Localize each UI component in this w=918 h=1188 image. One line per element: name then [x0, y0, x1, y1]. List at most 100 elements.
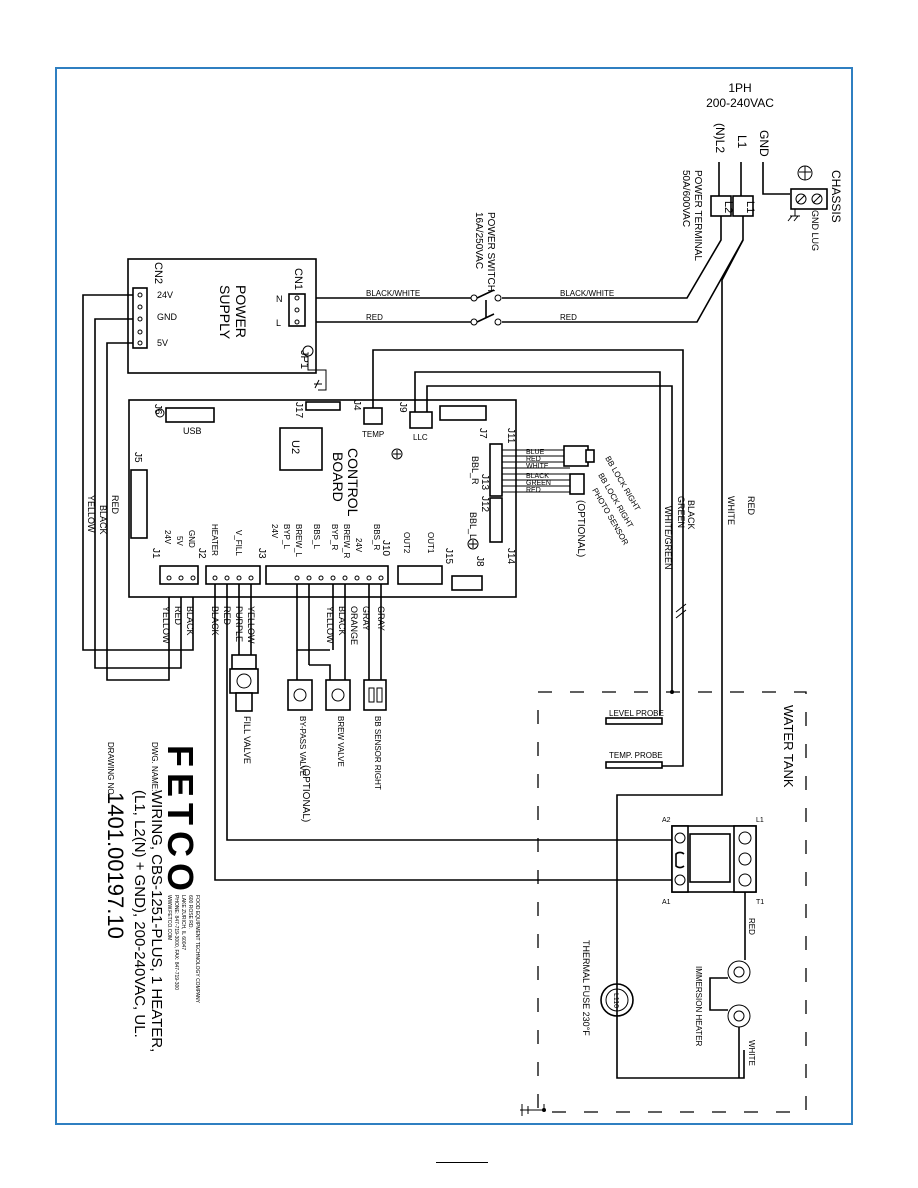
- j12-label: J12: [479, 496, 490, 513]
- u2-chip: [279, 427, 323, 471]
- drawing-no-label: DRAWING NO.: [106, 742, 115, 797]
- wire-red-v: RED: [746, 496, 756, 516]
- l2-wire: [502, 216, 722, 299]
- bb-wire-blue: BLUE: [526, 449, 545, 456]
- j7-label: J7: [477, 428, 488, 439]
- j6-usb-connector: [165, 407, 215, 423]
- j4-temp-connector: [363, 407, 383, 425]
- tank-ground-icon: [520, 1104, 545, 1116]
- brew-valve: BREW VALVE: [325, 679, 351, 767]
- power-supply: POWER SUPPLY CN1 CN2 N L 24V GND 5V JP1: [127, 258, 327, 391]
- temp-probe: [605, 761, 663, 769]
- heater-label: IMMERSION HEATER: [694, 966, 703, 1047]
- j2-pin-vfill: V_FILL: [234, 530, 243, 556]
- ps-24v-wire: [82, 294, 194, 651]
- valves-optional-label: (OPTIONAL): [300, 765, 311, 822]
- level-probe-gnd-wire: [426, 385, 673, 692]
- j2-pin-heater: HEATER: [210, 524, 219, 556]
- bb-wire-red: RED: [526, 456, 541, 463]
- wire-white-green-v: WHITE/GREEN: [663, 506, 673, 570]
- wire-red-1: RED: [560, 313, 577, 322]
- l1-label: L1: [735, 135, 749, 149]
- wire-red-2: RED: [366, 313, 383, 322]
- dwg-name-line2: (L1, L2(N) + GND), 200-240VAC, UL.: [131, 790, 148, 1038]
- thermal-fuse: L110 THERMAL FUSE 230°F: [581, 940, 634, 1036]
- power-switch-title: POWER SWITCH: [485, 212, 496, 292]
- water-tank: WATER TANK LEVEL PROBE TEMP. PROBE A2 A1…: [520, 690, 807, 1116]
- j3-wire-black: BLACK: [337, 606, 347, 636]
- company-web: WWW.FETCO.COM: [166, 895, 172, 940]
- wire-black-white-2: BLACK/WHITE: [366, 289, 420, 298]
- terminal-rating: 50A/600VAC: [680, 170, 691, 227]
- brew-wires: [296, 584, 346, 680]
- j1-pin-5v: 5V: [175, 536, 184, 546]
- dwg-name-line1: WIRING, CBS-1251-PLUS, 1 HEATER,: [148, 790, 165, 1052]
- thermal-fuse-label: THERMAL FUSE 230°F: [581, 940, 591, 1036]
- l1-wire: [502, 216, 744, 323]
- title-block: FETCO FOOD EQUIPMENT TECHNOLOGY COMPANY …: [103, 742, 201, 1052]
- j1-pin-gnd: GND: [187, 530, 196, 548]
- control-board: U2 CONTROL BOARD USB J6 J5 J17 J4 TEMP J…: [128, 399, 517, 598]
- cn2-gnd: GND: [157, 312, 178, 322]
- brew-valve-label: BREW VALVE: [336, 716, 345, 767]
- cn1-l: L: [276, 318, 281, 328]
- j14-label: J14: [505, 548, 516, 565]
- j15-pin-out1: OUT1: [426, 532, 435, 554]
- ps-gnd-wire: [94, 318, 182, 669]
- phase-label: 1PH: [728, 81, 751, 95]
- bbl-l-label: BBL_L: [468, 512, 478, 539]
- j3-wire-yellow: YELLOW: [325, 606, 335, 644]
- sensor-wires: [308, 584, 382, 680]
- j5-connector: [130, 469, 148, 539]
- power-switch-rating: 16A/250VAC: [473, 212, 484, 269]
- j4-label: J4: [351, 400, 362, 411]
- j15-connector: [397, 565, 443, 585]
- wire-break-mark: [675, 603, 687, 619]
- water-tank-title: WATER TANK: [781, 705, 796, 788]
- dwg-name-label: DWG. NAME:: [150, 742, 159, 791]
- j2-label: J2: [196, 548, 207, 559]
- heater-black-wire: [214, 584, 672, 881]
- j2-wire-yellow: YELLOW: [246, 606, 256, 644]
- bb-optional-label: (OPTIONAL): [575, 500, 586, 557]
- cn2-5v: 5V: [157, 338, 168, 348]
- bb-lock-assembly: BLUE RED WHITE BLACK GREEN RED BB LOCK R…: [502, 445, 642, 557]
- wire-green-v: GREEN: [676, 496, 686, 528]
- cn2-label: CN2: [152, 262, 164, 284]
- cn1-n: N: [276, 294, 283, 304]
- j9-llc-connector: [409, 411, 433, 429]
- bb-sensor-label: BB SENSOR RIGHT: [373, 716, 382, 790]
- wire-white-v: WHITE: [726, 496, 736, 525]
- relay-l1-label: L1: [756, 817, 764, 824]
- chassis-label: CHASSIS: [829, 170, 843, 223]
- j9-label: J9: [397, 402, 408, 413]
- j8-connector: [451, 575, 483, 591]
- voltage-label: 200-240VAC: [706, 96, 774, 110]
- jp1-label: JP1: [298, 350, 310, 369]
- bypass-valve-label: BY-PASS VALVE: [298, 716, 307, 776]
- cn2-24v: 24V: [157, 290, 173, 300]
- drawing-number: 1401.00197.10: [103, 792, 128, 939]
- j3-pin-byp-l: BYP_L: [282, 524, 291, 549]
- j3-wire-orange: ORANGE: [349, 606, 359, 645]
- power-switch: POWER SWITCH 16A/250VAC: [470, 212, 502, 326]
- u2-label: U2: [289, 440, 301, 454]
- fill-valve: FILL VALVE: [229, 654, 259, 764]
- j5-label: J5: [132, 452, 143, 463]
- company-phone: PHONE: 847-719-3000, FAX: 847-719-300: [173, 895, 179, 990]
- j1-label: J1: [150, 548, 161, 559]
- llc-label: LLC: [413, 433, 428, 442]
- j1-wire-red: RED: [173, 606, 183, 626]
- bb-sensor-right: BB SENSOR RIGHT: [363, 679, 387, 790]
- wire-yellow-ps: YELLOW: [86, 495, 96, 533]
- j17-connector: [305, 401, 341, 411]
- j3-pin-byp-r: BYP_R: [330, 524, 339, 550]
- j2-wire-black: BLACK: [210, 606, 220, 636]
- fuse-code-label: L110: [612, 993, 619, 1008]
- j3-connector: [265, 565, 389, 585]
- bottom-wire-labels: YELLOW RED BLACK BLACK RED PURPLE YELLOW…: [161, 606, 386, 645]
- j3-label: J3: [256, 548, 267, 559]
- j3-pin-24v-b: 24V: [354, 538, 363, 553]
- bypass-valve: BY-PASS VALVE: [287, 679, 313, 776]
